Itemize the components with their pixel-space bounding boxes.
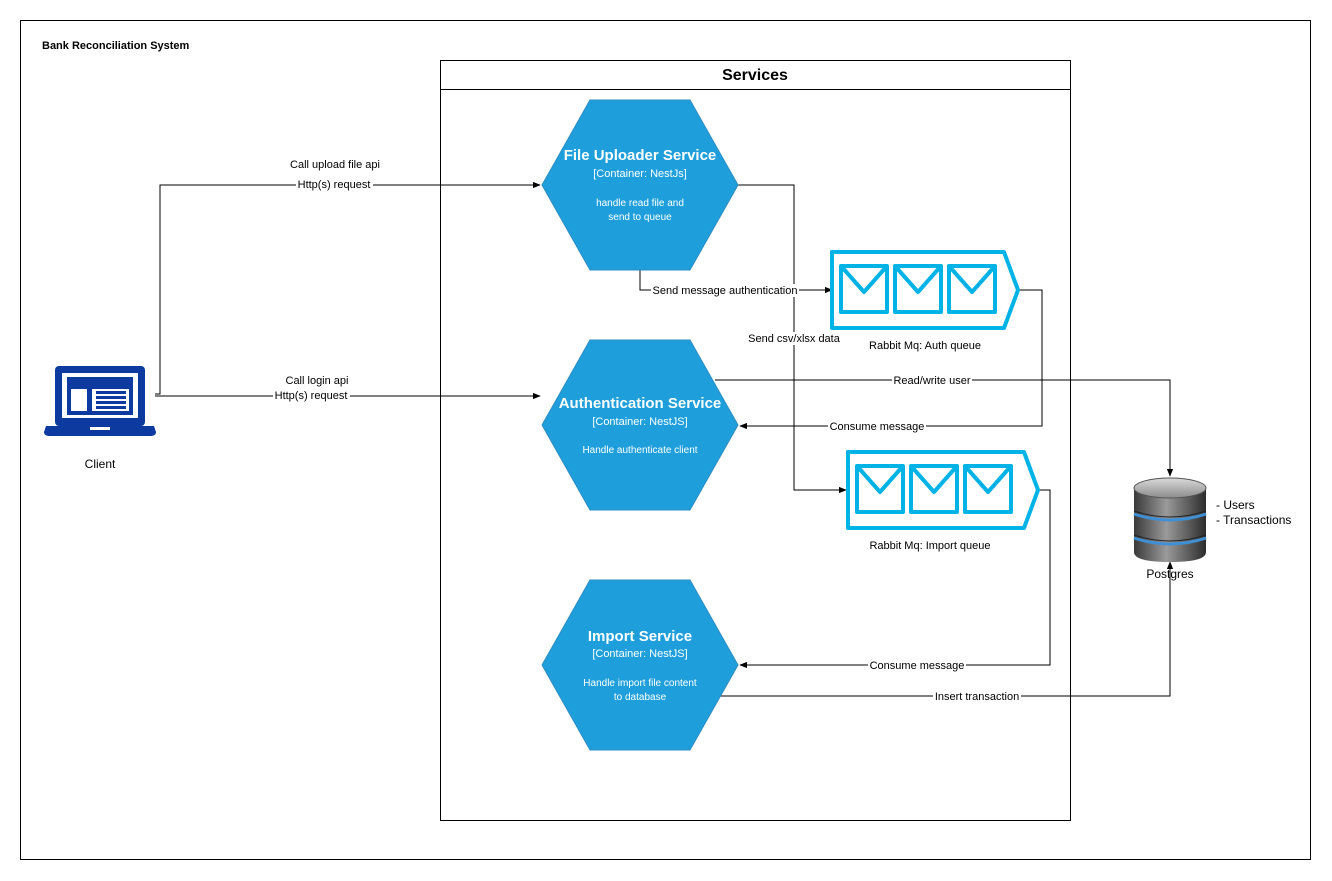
file-uploader-service[interactable]: File Uploader Service [Container: NestJs… xyxy=(541,99,739,271)
import-queue[interactable]: Rabbit Mq: Import queue xyxy=(846,450,1040,552)
label-read-write-user: Read/write user xyxy=(893,375,970,387)
services-container: Services xyxy=(440,60,1071,821)
auth-desc-1: Handle authenticate client xyxy=(582,445,697,456)
auth-queue-label: Rabbit Mq: Auth queue xyxy=(869,340,981,352)
services-container-title: Services xyxy=(722,67,788,84)
label-call-upload: Call upload file api xyxy=(290,159,380,171)
postgres-node[interactable]: Postgres - Users - Transactions xyxy=(1133,477,1291,581)
label-send-csv: Send csv/xlsx data xyxy=(748,333,841,345)
hexagon-shape xyxy=(541,339,739,511)
label-consume-import: Consume message xyxy=(870,660,965,672)
envelope-icon xyxy=(855,464,1013,514)
file-uploader-title: File Uploader Service xyxy=(564,147,717,164)
queue-icon xyxy=(830,250,1020,330)
database-icon xyxy=(1133,477,1207,562)
laptop-icon xyxy=(44,366,156,436)
label-send-auth: Send message authentication xyxy=(653,285,798,297)
import-title: Import Service xyxy=(588,628,692,645)
queue-icon xyxy=(846,450,1040,530)
import-container: [Container: NestJS] xyxy=(592,648,687,660)
import-queue-label: Rabbit Mq: Import queue xyxy=(869,540,990,552)
envelope-icon xyxy=(839,264,997,314)
label-upload-http: Http(s) request xyxy=(298,179,371,191)
label-call-login: Call login api xyxy=(286,375,349,387)
import-desc-2: to database xyxy=(614,692,667,703)
edge-insert-transaction xyxy=(720,561,1174,697)
system-title: Bank Reconciliation System xyxy=(42,40,190,52)
system-boundary xyxy=(20,20,1311,860)
auth-queue[interactable]: Rabbit Mq: Auth queue xyxy=(830,250,1020,352)
postgres-label: Postgres xyxy=(1146,567,1193,581)
edge-read-write-user xyxy=(715,379,1174,477)
file-uploader-container: [Container: NestJs] xyxy=(593,168,687,180)
auth-title: Authentication Service xyxy=(559,395,722,412)
hexagon-shape xyxy=(541,99,739,271)
postgres-table-users: - Users xyxy=(1216,498,1255,512)
auth-container: [Container: NestJS] xyxy=(592,416,687,428)
import-service[interactable]: Import Service [Container: NestJS] Handl… xyxy=(541,579,739,751)
label-consume-auth: Consume message xyxy=(830,421,925,433)
edge-upload-request xyxy=(155,181,541,395)
file-uploader-desc-1: handle read file and xyxy=(596,198,684,209)
label-insert-transaction: Insert transaction xyxy=(935,691,1019,703)
postgres-table-transactions: - Transactions xyxy=(1216,513,1291,527)
client-label: Client xyxy=(85,457,116,471)
authentication-service[interactable]: Authentication Service [Container: NestJ… xyxy=(541,339,739,511)
hexagon-shape xyxy=(541,579,739,751)
file-uploader-desc-2: send to queue xyxy=(608,212,672,223)
client-node[interactable]: Client xyxy=(44,366,156,471)
import-desc-1: Handle import file content xyxy=(583,678,697,689)
label-login-http: Http(s) request xyxy=(275,390,348,402)
